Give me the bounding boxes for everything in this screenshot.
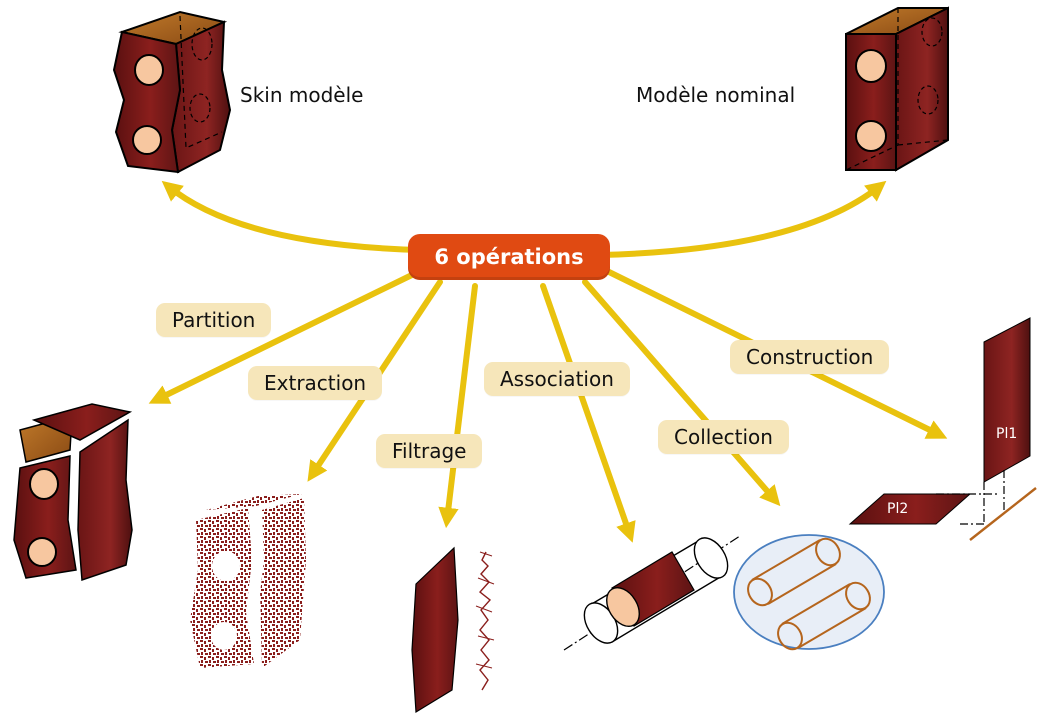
arrow-to-nominal-model — [597, 180, 887, 258]
collection-part — [733, 534, 885, 651]
arrow-to-skin-model — [161, 180, 423, 253]
nominal-model-part — [845, 6, 949, 172]
association-part — [563, 535, 741, 651]
plane-pl2-label: Pl2 — [887, 501, 909, 517]
operation-extraction: Extraction — [248, 366, 383, 400]
arrow-partition — [148, 269, 421, 404]
construction-part — [848, 317, 1037, 541]
skin-model-part — [112, 10, 232, 174]
operation-collection: Collection — [658, 420, 789, 454]
skin-model-label: Skin modèle — [240, 83, 364, 107]
filtrage-part — [411, 546, 495, 714]
operation-filtrage: Filtrage — [376, 434, 483, 468]
extraction-part — [190, 494, 306, 669]
operation-partition: Partition — [156, 303, 272, 337]
operation-construction: Construction — [730, 340, 890, 374]
center-operations-badge: 6 opérations — [408, 234, 610, 280]
operation-association: Association — [484, 362, 630, 396]
center-label: 6 opérations — [434, 245, 584, 269]
arrow-association — [540, 283, 636, 543]
arrow-filtrage — [438, 283, 478, 529]
plane-pl1-label: Pl1 — [996, 426, 1018, 442]
filtered-profile-line — [478, 551, 492, 691]
partition-part — [13, 403, 133, 582]
arrows — [148, 180, 948, 543]
arrow-collection — [582, 279, 781, 507]
nominal-model-label: Modèle nominal — [636, 83, 796, 107]
